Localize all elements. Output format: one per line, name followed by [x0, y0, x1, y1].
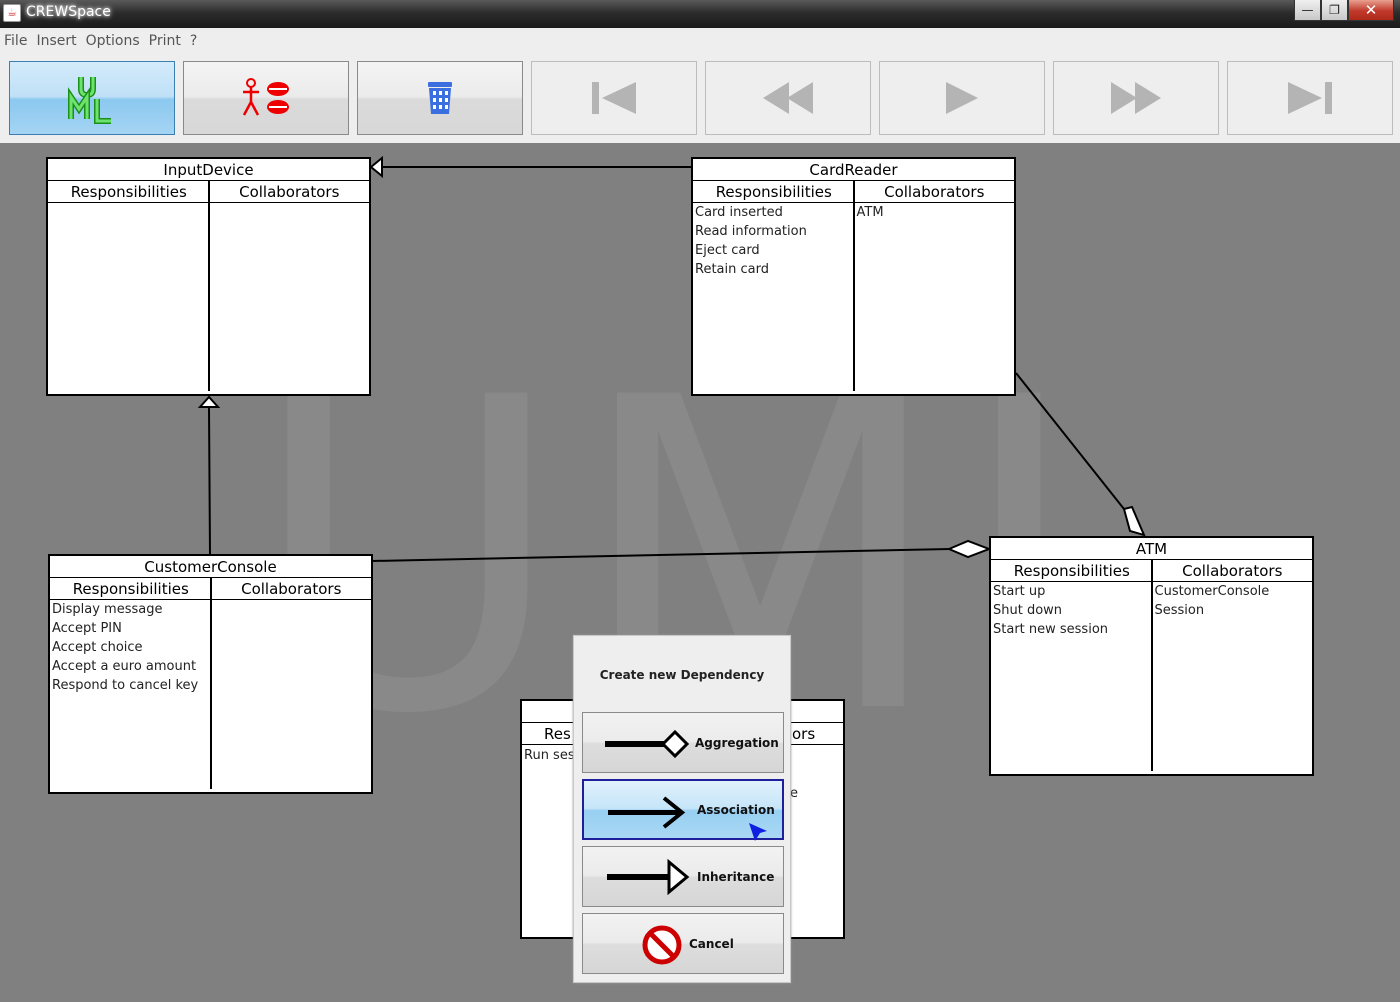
menu-bar: File Insert Options Print ? — [0, 28, 1400, 54]
collaborators-header: Collaborators — [1152, 560, 1312, 582]
delete-button[interactable] — [357, 61, 523, 135]
aggregation-label: Aggregation — [695, 736, 779, 750]
card-title: ATM — [991, 538, 1312, 560]
uml-icon — [68, 77, 111, 124]
responsibilities-header: Responsibilities — [48, 181, 210, 203]
responsibilities-header: Responsibilities — [991, 560, 1153, 582]
responsibility-item: Run ses — [524, 748, 575, 763]
cancel-label: Cancel — [689, 937, 734, 951]
responsibilities-column: Responsibilities Start up Shut down Star… — [991, 560, 1153, 771]
close-button[interactable]: ✕ — [1348, 0, 1394, 21]
responsibility-item: Display message — [52, 602, 163, 617]
association-label: Association — [697, 803, 775, 817]
collaborators-column: Collaborators ATM — [854, 181, 1014, 394]
responsibility-item: Card inserted — [695, 205, 783, 220]
crc-mode-button[interactable] — [183, 61, 349, 135]
responsibility-item: Start new session — [993, 622, 1109, 637]
card-title: InputDevice — [48, 159, 369, 181]
crc-card-customerconsole[interactable]: CustomerConsole Responsibilities Display… — [48, 554, 373, 794]
responsibility-item: Respond to cancel key — [52, 678, 199, 693]
collaborator-item: Session — [1154, 603, 1205, 618]
menu-options[interactable]: Options — [85, 33, 140, 49]
blue-cursor-icon — [749, 823, 767, 841]
inheritance-arrow-head — [369, 155, 383, 179]
responsibilities-header: Res — [544, 725, 571, 743]
skip-to-end-icon — [1288, 82, 1332, 114]
responsibilities-header: Responsibilities — [693, 181, 855, 203]
responsibility-item: Accept choice — [52, 640, 143, 655]
title-bar: ☕ CREWSpace — ❐ ✕ — [0, 0, 1400, 28]
play-icon — [946, 82, 978, 114]
collaborators-header: Collaborators — [854, 181, 1014, 203]
aggregation-button[interactable]: Aggregation — [582, 712, 784, 773]
window-title: CREWSpace — [26, 4, 111, 20]
inheritance-button[interactable]: Inheritance — [582, 846, 784, 907]
aggregation-icon — [605, 729, 690, 759]
last-button[interactable] — [1227, 61, 1393, 135]
cancel-icon — [642, 925, 682, 965]
inheritance-label: Inheritance — [697, 870, 775, 884]
crc-card-cardreader[interactable]: CardReader Responsibilities Card inserte… — [691, 157, 1016, 396]
inheritance-icon — [607, 859, 690, 895]
responsibility-item: Read information — [695, 224, 807, 239]
responsibilities-column: Responsibilities Card inserted Read info… — [693, 181, 855, 391]
trash-icon — [428, 82, 452, 114]
association-icon — [608, 796, 686, 829]
responsibility-item: Eject card — [695, 243, 760, 258]
fast-forward-icon — [1111, 82, 1161, 114]
aggregation-diamond — [946, 539, 992, 559]
link-cardreader-atm — [1015, 372, 1125, 510]
collaborators-column: Collaborators CustomerConsole Session — [1152, 560, 1312, 774]
skip-to-start-icon — [592, 82, 636, 114]
menu-help[interactable]: ? — [189, 33, 198, 49]
dependency-links — [197, 155, 1146, 562]
responsibility-item: Retain card — [695, 262, 769, 277]
minimize-button[interactable]: — — [1294, 0, 1321, 21]
crc-card-inputdevice[interactable]: InputDevice Responsibilities Collaborato… — [46, 157, 371, 396]
uml-mode-button[interactable] — [9, 61, 175, 135]
collaborators-header: ors — [792, 725, 816, 743]
crc-card-atm[interactable]: ATM Responsibilities Start up Shut down … — [989, 536, 1314, 776]
responsibilities-header: Responsibilities — [50, 578, 212, 600]
play-button[interactable] — [879, 61, 1045, 135]
collaborators-header: Collaborators — [209, 181, 369, 203]
person-roles-icon — [242, 78, 289, 116]
link-console-inputdevice — [208, 407, 211, 556]
responsibilities-column: Responsibilities — [48, 181, 210, 391]
java-cup-icon: ☕ — [3, 4, 21, 22]
responsibility-item: Accept a euro amount — [52, 659, 197, 674]
card-title: CustomerConsole — [50, 556, 371, 578]
responsibility-item: Start up — [993, 584, 1046, 599]
inheritance-arrow-head — [197, 395, 221, 408]
cancel-button[interactable]: Cancel — [582, 913, 784, 974]
rewind-button[interactable] — [705, 61, 871, 135]
fast-forward-button[interactable] — [1053, 61, 1219, 135]
collaborators-column: Collaborators — [209, 181, 369, 394]
card-title: CardReader — [693, 159, 1014, 181]
create-dependency-dialog: Create new Dependency Aggregation Associ… — [573, 635, 791, 983]
menu-insert[interactable]: Insert — [36, 33, 77, 49]
responsibility-item: Accept PIN — [52, 621, 122, 636]
toolbar — [0, 54, 1400, 143]
association-button[interactable]: Association — [582, 779, 784, 841]
collaborators-column: Collaborators — [211, 578, 371, 792]
menu-print[interactable]: Print — [148, 33, 181, 49]
link-console-atm — [371, 548, 951, 562]
rewind-icon — [763, 82, 813, 114]
responsibility-item: Shut down — [993, 603, 1063, 618]
menu-file[interactable]: File — [4, 33, 28, 49]
maximize-button[interactable]: ❐ — [1321, 0, 1348, 21]
aggregation-diamond — [1122, 505, 1146, 537]
responsibilities-column: Responsibilities Display message Accept … — [50, 578, 212, 789]
collaborator-item: CustomerConsole — [1154, 584, 1270, 599]
collaborator-item: ATM — [856, 205, 884, 220]
collaborator-item: e — [790, 786, 798, 801]
first-button[interactable] — [531, 61, 697, 135]
window-controls: — ❐ ✕ — [1294, 0, 1394, 22]
dialog-title: Create new Dependency — [599, 668, 765, 682]
collaborators-header: Collaborators — [211, 578, 371, 600]
